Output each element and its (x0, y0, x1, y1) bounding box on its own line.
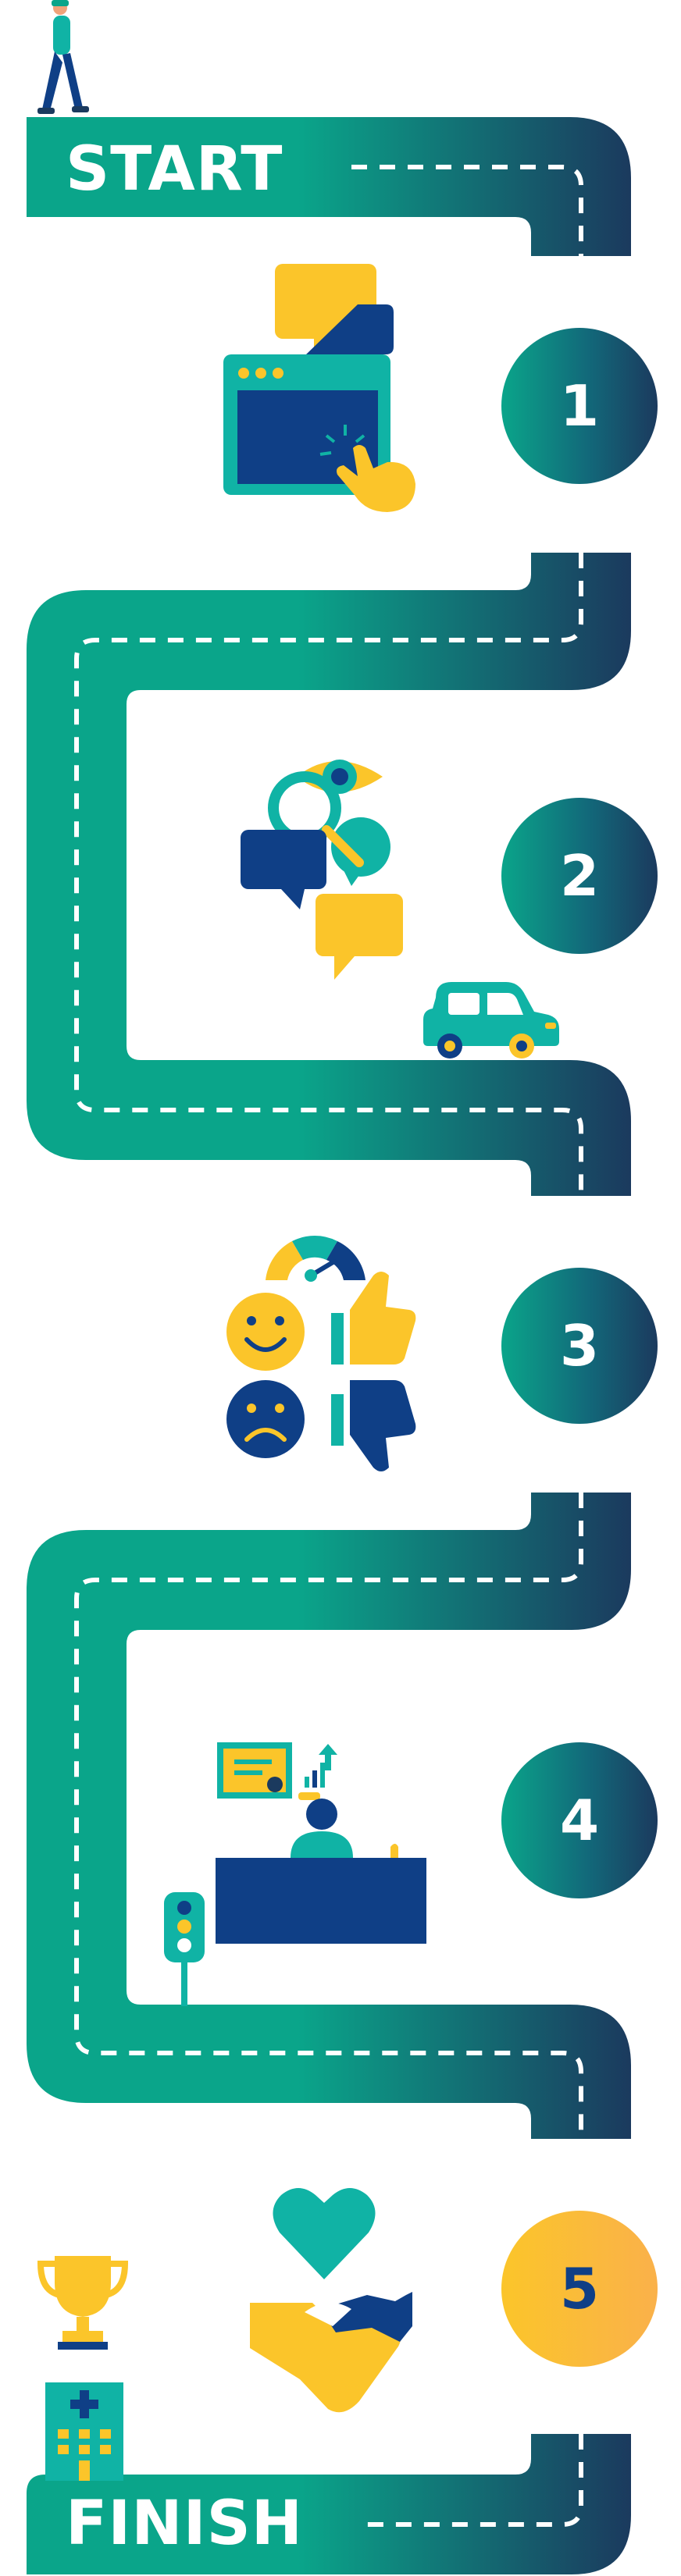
car-icon (423, 982, 559, 1059)
step-5-number: 5 (559, 2256, 600, 2322)
road-segment-2 (27, 553, 631, 1196)
trophy-icon (37, 2256, 129, 2350)
website-click-icon (223, 264, 415, 512)
start-label: START (66, 134, 283, 205)
road-segment-start (27, 117, 631, 256)
dealership-desk-icon (164, 1742, 426, 2006)
step-1-number: 1 (559, 373, 600, 439)
road-segment-4 (27, 1493, 631, 2139)
step-2-badge: 2 (501, 798, 658, 954)
step-3-badge: 3 (501, 1268, 658, 1424)
step-3-number: 3 (559, 1313, 600, 1379)
building-icon (45, 2382, 123, 2481)
research-reviews-icon (241, 760, 403, 980)
handshake-deal-icon (250, 2188, 412, 2413)
finish-label: FINISH (66, 2489, 304, 2559)
road-segment-finish (27, 2434, 631, 2574)
step-4-badge: 4 (501, 1742, 658, 1898)
step-2-number: 2 (559, 843, 600, 909)
walking-person-icon (37, 0, 89, 114)
step-4-number: 4 (559, 1788, 600, 1853)
step-1-badge: 1 (501, 328, 658, 484)
step-5-badge: 5 (501, 2211, 658, 2367)
feedback-rating-icon (226, 1236, 416, 1471)
